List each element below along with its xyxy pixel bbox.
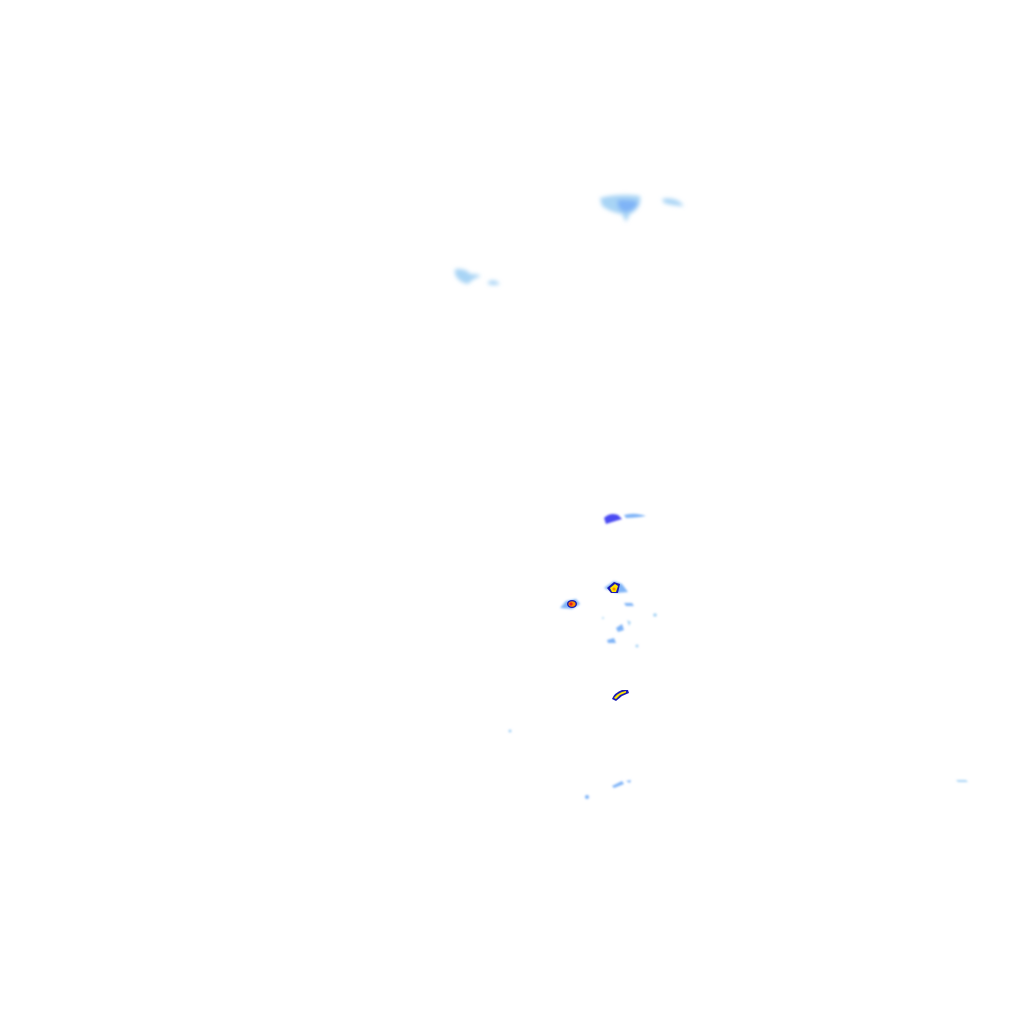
- rain-cell-north: [600, 194, 684, 222]
- storm-cell-c: [612, 690, 629, 701]
- storm-cell-b: [560, 599, 580, 609]
- rain-cell-central: [604, 513, 646, 524]
- rain-scatter: [508, 603, 968, 799]
- rain-cell-northwest: [455, 268, 500, 285]
- storm-cell-a: [604, 581, 628, 593]
